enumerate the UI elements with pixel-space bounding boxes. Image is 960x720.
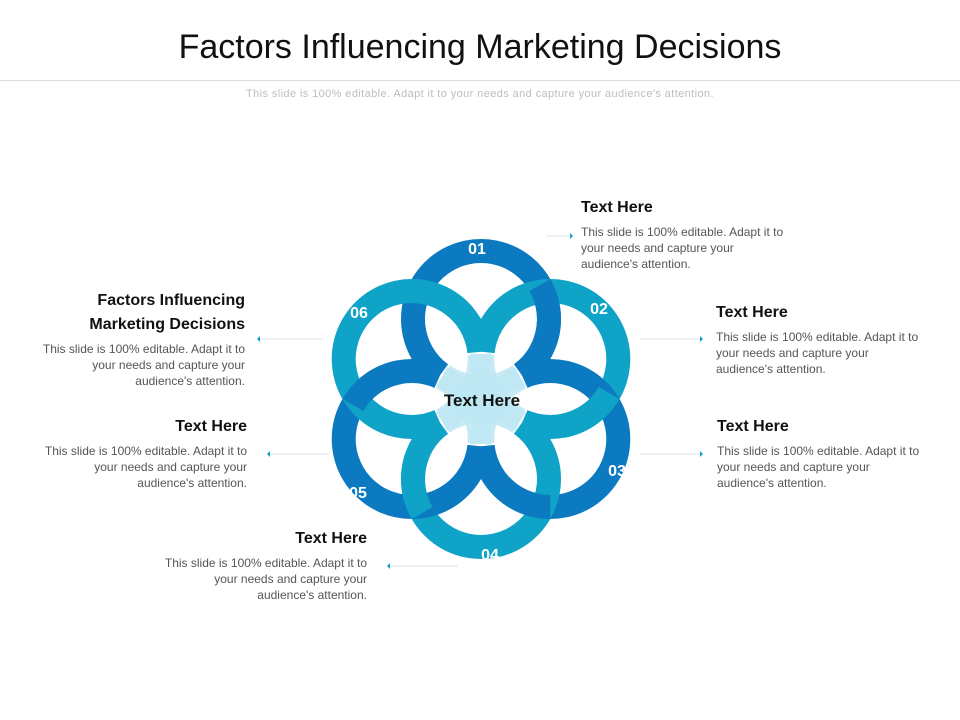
item-05-body: This slide is 100% editable. Adapt it to… — [44, 444, 247, 490]
ring-01 — [401, 239, 561, 384]
item-06-body: This slide is 100% editable. Adapt it to… — [42, 342, 245, 388]
item-02-heading: Text Here — [716, 304, 788, 321]
ring-01-overlap — [529, 279, 561, 347]
ring-numbers: 01 02 03 04 05 06 — [349, 241, 626, 564]
ring-number-04: 04 — [481, 547, 499, 564]
ring-number-05: 05 — [349, 485, 367, 502]
item-02-body: This slide is 100% editable. Adapt it to… — [716, 330, 919, 376]
ring-06-inner-segment — [436, 353, 492, 431]
connector-arrow-2 — [700, 336, 703, 342]
item-02-block: Text Here This slide is 100% editable. A… — [716, 301, 921, 377]
item-03-block: Text Here This slide is 100% editable. A… — [717, 415, 922, 491]
item-06-block: Factors Influencing Marketing Decisions … — [40, 289, 245, 389]
ring-05-overlap — [342, 360, 402, 411]
item-04-heading: Text Here — [295, 530, 367, 547]
ring-04-overlap — [401, 451, 433, 519]
item-06-heading: Factors Influencing Marketing Decisions — [89, 292, 245, 333]
ring-02-overlap — [560, 387, 620, 438]
rings — [331, 239, 631, 559]
center-label: Text Here — [443, 391, 521, 410]
item-03-heading: Text Here — [717, 418, 789, 435]
item-03-body: This slide is 100% editable. Adapt it to… — [717, 444, 920, 490]
connector-arrow-1 — [570, 233, 573, 239]
ring-number-02: 02 — [590, 301, 608, 318]
item-04-block: Text Here This slide is 100% editable. A… — [162, 527, 367, 603]
item-01-block: Text Here This slide is 100% editable. A… — [581, 196, 786, 272]
connectors — [257, 233, 703, 569]
item-05-heading: Text Here — [175, 418, 247, 435]
item-05-block: Text Here This slide is 100% editable. A… — [42, 415, 247, 491]
item-04-body: This slide is 100% editable. Adapt it to… — [164, 556, 367, 602]
ring-06-overlap — [411, 279, 474, 324]
ring-number-03: 03 — [608, 463, 626, 480]
connector-arrow-3 — [700, 451, 703, 457]
slide-title: Factors Influencing Marketing Decisions — [178, 28, 782, 66]
connector-arrow-5 — [267, 451, 270, 457]
connector-arrow-6 — [257, 336, 260, 342]
title-divider — [0, 80, 960, 81]
ring-03-overlap — [488, 474, 551, 519]
ring-number-06: 06 — [350, 305, 368, 322]
item-01-body: This slide is 100% editable. Adapt it to… — [581, 225, 784, 271]
slide-subtitle: This slide is 100% editable. Adapt it to… — [246, 88, 714, 100]
connector-arrow-4 — [387, 563, 390, 569]
item-01-heading: Text Here — [581, 199, 653, 216]
ring-04 — [401, 414, 561, 559]
ring-number-01: 01 — [468, 241, 486, 258]
